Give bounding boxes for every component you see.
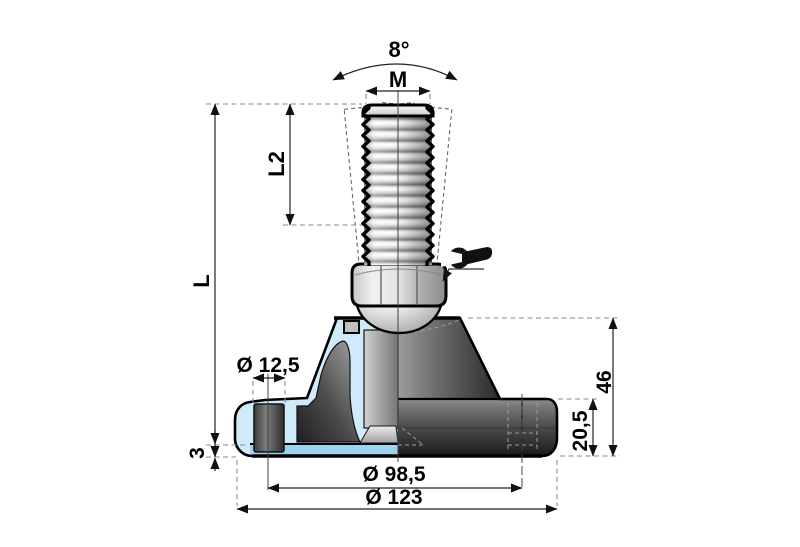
spring-pin-notch <box>343 320 360 334</box>
dim-label-d123: Ø 123 <box>365 486 422 509</box>
dim-label-pad-thickness: 3 <box>186 447 209 459</box>
foot-body-external <box>398 318 557 456</box>
section-web <box>296 340 361 443</box>
rubber-pad-section <box>250 444 398 456</box>
dim-label-thread: M <box>389 67 407 92</box>
dim-label-angle: 8° <box>388 37 409 62</box>
dim-label-46: 46 <box>593 370 616 393</box>
foot-body-section <box>235 318 399 456</box>
mounting-hole-left <box>253 403 285 453</box>
dimensions <box>210 63 618 514</box>
hex-nut <box>350 262 448 308</box>
dim-label-L: L <box>189 274 214 287</box>
dim-label-d985: Ø 98,5 <box>362 463 425 486</box>
dim-label-L2: L2 <box>264 151 289 177</box>
dim-angle-arc <box>332 63 458 81</box>
wrench-icon <box>441 247 493 282</box>
dim-label-205: 20,5 <box>569 410 592 451</box>
dim-label-hole-diameter: Ø 12,5 <box>236 354 299 377</box>
section-bore <box>363 329 399 429</box>
